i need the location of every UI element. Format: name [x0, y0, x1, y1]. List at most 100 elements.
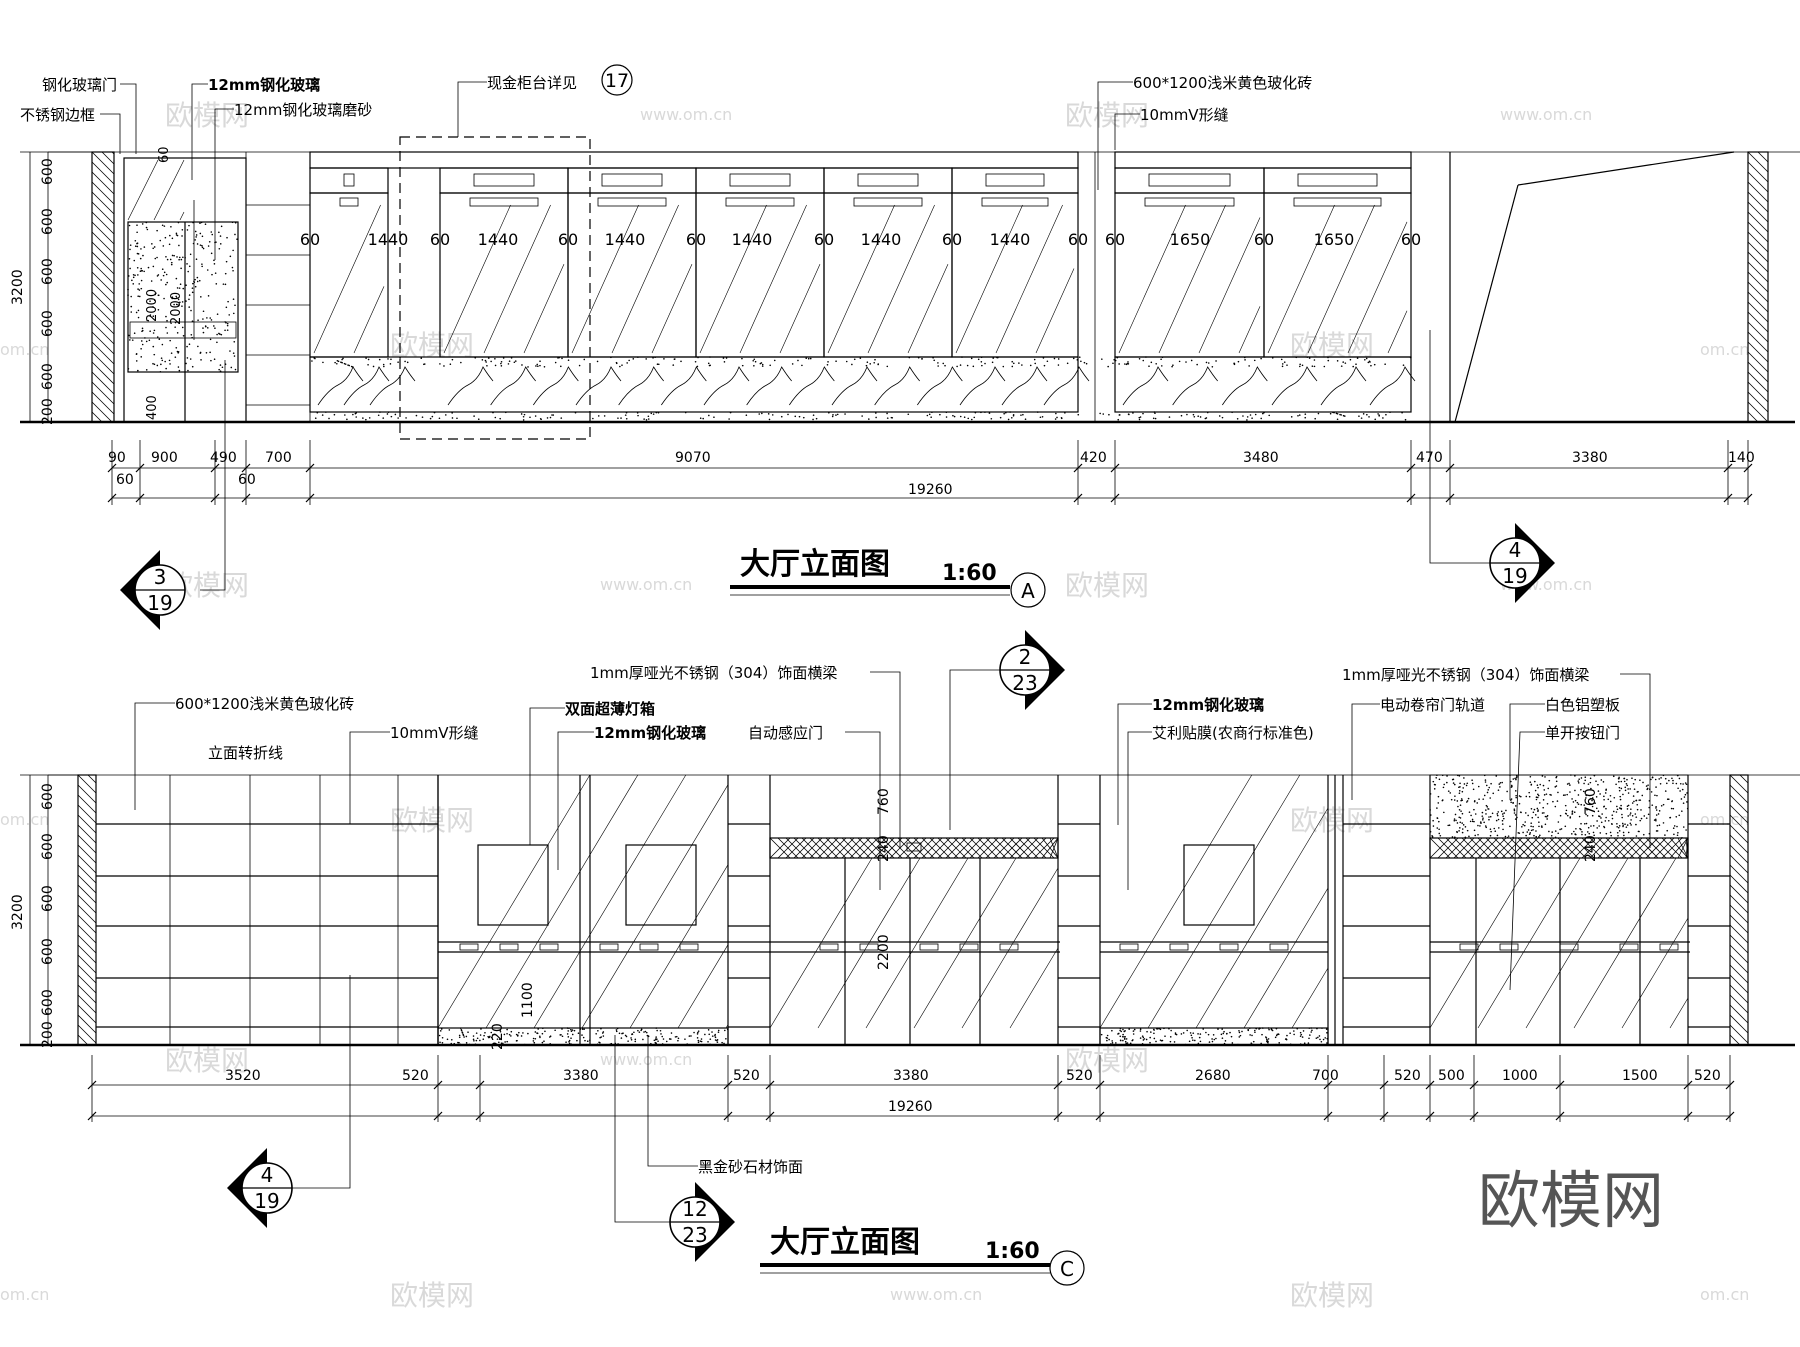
dim-tick: [475, 1111, 485, 1121]
dim-tick: [1445, 463, 1455, 473]
marble-vein: [447, 366, 494, 406]
speckle-dot: [709, 1038, 712, 1040]
speckle-dot: [499, 1029, 501, 1032]
speckle-dot: [458, 1041, 460, 1044]
marble-vein: [1172, 366, 1218, 406]
speckle-dot: [942, 362, 945, 365]
speckle-dot: [382, 363, 385, 366]
speckle-dot: [1640, 809, 1642, 811]
hatch-line: [1747, 251, 1769, 273]
speckle-dot: [485, 361, 487, 363]
speckle-dot: [1160, 358, 1162, 361]
dim-tick: [1555, 1111, 1565, 1121]
speckle-dot: [1623, 777, 1625, 780]
speckle-dot: [996, 356, 998, 359]
speckle-dot: [1536, 796, 1539, 799]
speckle-dot: [1651, 804, 1654, 806]
speckle-dot: [500, 362, 502, 365]
elevation-mark: C: [1060, 1257, 1074, 1281]
speckle-dot: [140, 347, 142, 350]
speckle-dot: [197, 319, 199, 322]
speckle-dot: [652, 357, 654, 359]
speckle-dot: [456, 417, 458, 420]
dim-tick: [1425, 1080, 1435, 1090]
speckle-dot: [1024, 418, 1027, 421]
speckle-dot: [1433, 788, 1436, 790]
speckle-dot: [1180, 414, 1183, 417]
dim-h: 1000: [1502, 1068, 1538, 1084]
speckle-dot: [1107, 365, 1109, 368]
glass-line: [739, 204, 807, 354]
speckle-dot: [314, 357, 316, 360]
speckle-dot: [1672, 779, 1674, 782]
speckle-dot: [170, 225, 172, 228]
sign-text-box: [729, 173, 791, 187]
speckle-dot: [355, 416, 358, 418]
speckle-dot: [1119, 1029, 1121, 1032]
speckle-dot: [753, 358, 756, 361]
speckle-dot: [1260, 357, 1262, 360]
speckle-dot: [1139, 1030, 1142, 1032]
sign-glyph: [599, 943, 619, 951]
hatch-line: [91, 281, 115, 305]
speckle-dot: [236, 238, 238, 240]
speckle-dot: [522, 419, 525, 421]
xhatch: [1445, 837, 1467, 859]
hatch-line: [1747, 271, 1769, 293]
dim-window: 1440: [368, 230, 409, 249]
hatch-line: [77, 864, 97, 884]
speckle-dot: [616, 1027, 619, 1030]
speckle-dot: [1664, 777, 1667, 780]
speckle-dot: [135, 353, 138, 355]
speckle-dot: [523, 413, 526, 416]
speckle-dot: [1669, 816, 1672, 819]
speckle-dot: [1481, 811, 1484, 814]
speckle-dot: [1564, 825, 1567, 828]
speckle-dot: [1538, 836, 1540, 838]
speckle-dot: [138, 283, 141, 285]
glass-line: [907, 263, 949, 354]
speckle-dot: [1460, 810, 1462, 812]
speckle-dot: [1525, 795, 1528, 798]
speckle-dot: [1477, 785, 1480, 788]
speckle-dot: [875, 416, 877, 419]
glass-line: [1009, 947, 1059, 1029]
speckle-dot: [397, 417, 399, 419]
speckle-dot: [141, 223, 144, 225]
speckle-dot: [202, 318, 204, 320]
speckle-dot: [1174, 1033, 1177, 1035]
xhatch: [881, 837, 903, 859]
speckle-dot: [1310, 1031, 1313, 1033]
speckle-dot: [645, 419, 648, 421]
speckle-dot: [1541, 775, 1544, 777]
speckle-dot: [659, 1029, 662, 1032]
speckle-dot: [462, 1034, 465, 1037]
speckle-dot: [1570, 833, 1573, 835]
speckle-dot: [234, 221, 237, 224]
speckle-dot: [1510, 786, 1513, 788]
speckle-dot: [140, 248, 142, 250]
speckle-dot: [1591, 814, 1594, 817]
speckle-dot: [216, 333, 218, 336]
speckle-dot: [1231, 411, 1233, 414]
speckle-dot: [1352, 365, 1355, 368]
speckle-dot: [1557, 821, 1560, 823]
speckle-dot: [1592, 824, 1595, 827]
speckle-dot: [155, 292, 157, 294]
glass-line: [699, 204, 767, 354]
sign-glyph: [1499, 943, 1519, 951]
glass-zones: [437, 774, 1689, 1045]
dim-tick: [1406, 463, 1416, 473]
speckle-dot: [210, 359, 212, 362]
sign-glyph: [1219, 943, 1239, 951]
speckle-dot: [1577, 782, 1580, 784]
speckle-dot: [164, 360, 166, 363]
speckle-dot: [583, 358, 586, 361]
speckle-dot: [1349, 358, 1352, 361]
dim-tick: [1053, 1111, 1063, 1121]
speckle-dot: [655, 1038, 657, 1040]
speckle-dot: [1125, 1042, 1127, 1045]
speckle-dot: [1218, 415, 1221, 417]
speckle-dot: [156, 364, 159, 367]
